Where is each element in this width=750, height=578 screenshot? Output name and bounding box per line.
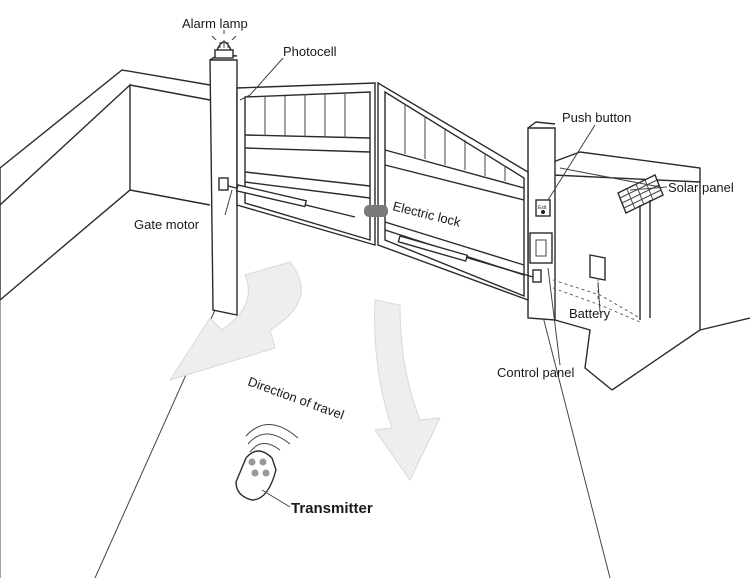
right-wall xyxy=(552,151,750,391)
label-battery: Battery xyxy=(569,306,611,321)
battery-icon xyxy=(589,254,606,281)
label-solar-panel: Solar panel xyxy=(668,180,734,195)
leader-lines xyxy=(224,57,668,508)
label-transmitter: Transmitter xyxy=(291,500,373,517)
exit-button-text: Exit xyxy=(538,205,547,211)
label-photocell: Photocell xyxy=(283,44,337,59)
right-gate-leaf xyxy=(377,81,529,302)
left-wall xyxy=(0,69,211,301)
label-alarm-lamp: Alarm lamp xyxy=(182,16,248,31)
left-pillar xyxy=(209,54,238,316)
gate-motor-right xyxy=(397,235,534,278)
gate-motor-left xyxy=(227,184,356,218)
electric-lock-icon xyxy=(364,205,388,217)
label-gate-motor: Gate motor xyxy=(134,217,200,232)
left-gate-leaf xyxy=(236,82,376,246)
direction-arrows xyxy=(168,261,441,481)
alarm-lamp-icon xyxy=(211,30,237,59)
ground-lines xyxy=(0,300,611,578)
label-control-panel: Control panel xyxy=(497,365,574,380)
transmitter-icon xyxy=(235,424,299,501)
label-direction-of-travel: Direction of travel xyxy=(246,374,346,423)
solar-panel-icon xyxy=(617,174,664,320)
control-panel-box xyxy=(529,232,553,264)
label-push-button: Push button xyxy=(562,110,631,125)
